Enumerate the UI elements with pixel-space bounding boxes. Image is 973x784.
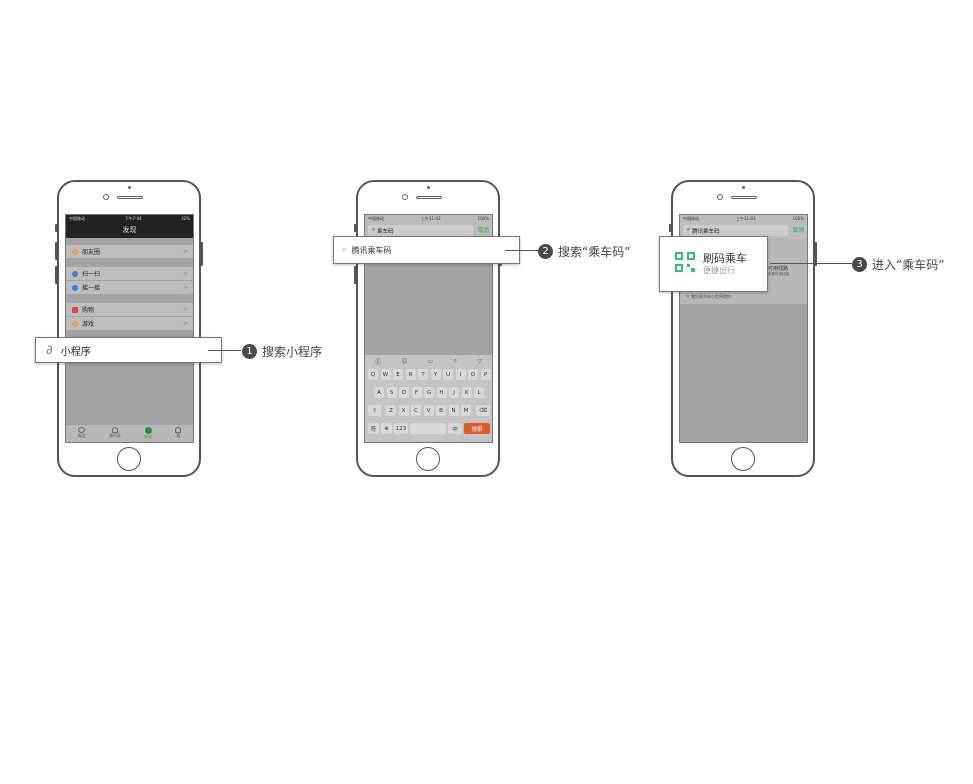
key-globe[interactable]: ⊕ — [381, 423, 392, 434]
key-blank[interactable]: Z — [386, 405, 396, 416]
key-blank[interactable]: L — [474, 387, 484, 398]
search-input[interactable]: ⌕乘车码 — [368, 225, 473, 236]
search-icon: ⌕ — [372, 227, 376, 233]
tab-discover[interactable]: 发现 — [144, 427, 152, 442]
page-title: 发现 — [66, 223, 193, 238]
key-blank[interactable]: 符 — [368, 423, 379, 434]
moments-icon — [72, 248, 78, 255]
tab-contacts[interactable]: 通讯录 — [109, 427, 121, 442]
home-button — [731, 447, 755, 471]
available-routes: 可用线路 — [768, 266, 789, 272]
search-icon: ⌕ — [342, 245, 347, 254]
home-button — [117, 447, 141, 471]
key-blank[interactable]: 中 — [448, 423, 462, 434]
key-space[interactable] — [410, 423, 446, 434]
key-blank[interactable]: O — [468, 369, 478, 380]
key-blank[interactable]: A — [374, 387, 384, 398]
sogou-icon: Ⓢ — [375, 358, 382, 366]
tab-bar: 微信 通讯录 发现 我 — [66, 425, 193, 442]
search-callout-text: 腾讯乘车码 — [351, 245, 392, 255]
search-callout[interactable]: ⌕ 腾讯乘车码 — [333, 236, 520, 264]
mini-program-label: 小程序 — [60, 346, 91, 358]
key-blank[interactable]: Y — [430, 369, 441, 380]
search-icon: ⌕ — [453, 357, 458, 364]
key-blank[interactable]: R — [405, 369, 416, 380]
carrier: 中国移动 — [69, 216, 85, 221]
cancel-button[interactable]: 取消 — [477, 228, 489, 234]
callout-title: 刷码乘车 — [703, 252, 747, 265]
bus-code-callout[interactable]: 刷码乘车 便捷出行 — [659, 236, 768, 292]
emoji-icon: ☺ — [401, 357, 408, 365]
keyboard-icon: ▭ — [427, 357, 434, 365]
key-blank[interactable]: U — [443, 369, 453, 380]
home-button — [416, 447, 440, 471]
cancel-button[interactable]: 取消 — [792, 228, 804, 234]
battery: 32% — [181, 216, 190, 221]
scan-icon — [72, 270, 78, 277]
key-blank[interactable]: Q — [368, 369, 378, 380]
mini-program-callout[interactable]: ∂ 小程序 — [35, 337, 222, 363]
key-blank[interactable]: 123 — [394, 423, 408, 434]
provider-text: ♥ 腾讯乘车码小程序提供 — [686, 294, 731, 299]
key-blank[interactable]: D — [399, 387, 409, 398]
key-blank[interactable]: H — [436, 387, 447, 398]
row-shake[interactable]: 摇一摇> — [66, 281, 193, 294]
key-blank[interactable]: C — [411, 405, 421, 416]
key-blank[interactable]: G — [424, 387, 434, 398]
key-blank[interactable]: X — [398, 405, 409, 416]
key-shift[interactable]: ⇧ — [368, 405, 381, 416]
shake-icon — [72, 284, 78, 291]
tab-me[interactable]: 我 — [175, 427, 182, 442]
key-blank[interactable]: F — [411, 387, 422, 398]
key-blank[interactable]: M — [461, 405, 471, 416]
key-blank[interactable]: J — [449, 387, 459, 398]
games-icon — [72, 320, 78, 327]
qr-code-icon — [675, 252, 695, 272]
shopping-icon — [72, 306, 78, 313]
collapse-icon: ▽ — [477, 357, 482, 365]
key-delete[interactable]: ⌫ — [476, 405, 490, 416]
key-blank[interactable]: V — [423, 405, 434, 416]
tab-chats[interactable]: 微信 — [78, 427, 86, 442]
mini-program-icon: ∂ — [46, 342, 53, 358]
row-shopping[interactable]: 购物> — [66, 303, 193, 316]
callout-subtitle: 便捷出行 — [703, 266, 735, 275]
key-blank[interactable]: S — [386, 387, 397, 398]
key-blank[interactable]: T — [418, 369, 428, 380]
row-moments[interactable]: 朋友圈> — [66, 245, 193, 258]
row-games[interactable]: 游戏> — [66, 317, 193, 330]
key-blank[interactable]: K — [461, 387, 472, 398]
key-blank[interactable]: N — [448, 405, 459, 416]
time: 下午7:44 — [124, 216, 142, 221]
search-icon: ⌕ — [687, 227, 691, 233]
row-scan[interactable]: 扫一扫> — [66, 267, 193, 280]
key-blank[interactable]: W — [380, 369, 391, 380]
key-blank[interactable]: I — [455, 369, 466, 380]
search-input[interactable]: ⌕腾讯乘车码 — [683, 225, 788, 236]
available-routes-sub: 查看可用线路 — [768, 272, 789, 276]
key-blank[interactable]: E — [393, 369, 403, 380]
key-blank[interactable]: B — [436, 405, 446, 416]
key-blank[interactable]: 搜索 — [464, 423, 490, 434]
key-blank[interactable]: P — [480, 369, 491, 380]
